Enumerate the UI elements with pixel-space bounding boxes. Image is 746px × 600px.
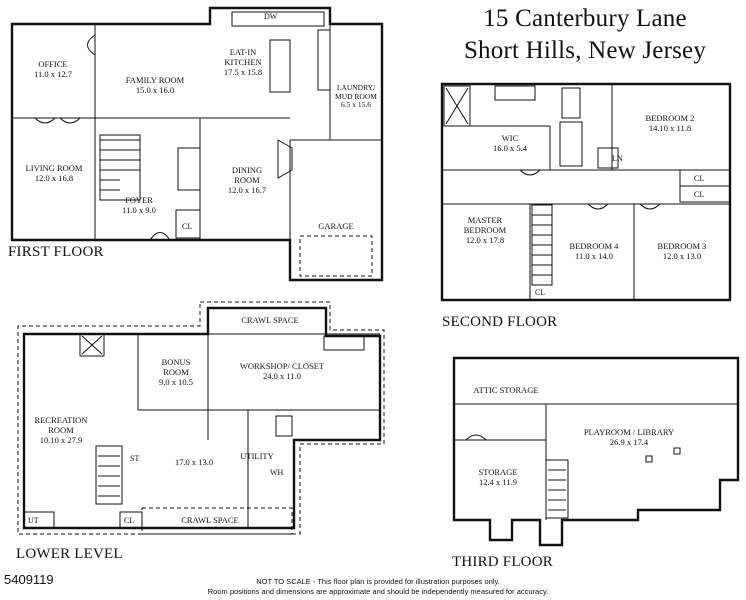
room-bonus-name2: ROOM [163, 366, 189, 377]
room-bedroom-3: BEDROOM 3 12.0 x 13.0 [646, 241, 718, 262]
tag-closet-second-1: CL [694, 174, 705, 183]
room-family-name: FAMILY ROOM [125, 75, 185, 85]
room-wic-name: WIC [501, 133, 519, 143]
disclaimer-line2: Room positions and dimensions are approx… [207, 586, 549, 596]
room-foyer: FOYER 11.0 x 9.0 [104, 195, 174, 216]
room-foyer-name: FOYER [125, 195, 153, 205]
room-bedroom-4-name: BEDROOM 4 [569, 241, 619, 251]
room-recreation-dim: 10.10 x 27.9 [39, 434, 83, 445]
room-bedroom-2-name: BEDROOM 2 [645, 113, 695, 123]
room-workshop-dim: 24.0 x 11.0 [263, 370, 301, 381]
first-floor-label: FIRST FLOOR [8, 244, 104, 260]
tag-closet-second-3: CL [535, 288, 546, 297]
room-office-name: OFFICE [38, 59, 68, 69]
room-living-name: LIVING ROOM [25, 163, 83, 173]
room-laundry-name2: MUD ROOM [335, 91, 377, 101]
room-wic: WIC 16.0 x 5.4 [480, 133, 540, 154]
room-bedroom-2: BEDROOM 2 14.10 x 11.8 [630, 113, 710, 134]
second-floor-label: SECOND FLOOR [442, 314, 558, 330]
lower-level-label: LOWER LEVEL [16, 546, 123, 562]
third-floor-label: THIRD FLOOR [452, 554, 553, 570]
tag-closet-lower: CL [124, 516, 135, 525]
room-dining-dim: 12.0 x 16.7 [227, 184, 267, 195]
room-workshop-name: WORKSHOP/ CLOSET [239, 361, 325, 371]
room-crawl-space-bottom: CRAWL SPACE [170, 515, 250, 526]
room-garage: GARAGE [300, 221, 372, 232]
disclaimer-line1: NOT TO SCALE - This floor plan is provid… [256, 577, 500, 586]
tag-utility-closet: UT [28, 516, 39, 525]
room-dining-name: DINING [231, 165, 263, 175]
room-bedroom-3-name: BEDROOM 3 [657, 241, 707, 251]
room-master-bedroom: MASTER BEDROOM 12.0 x 17.8 [450, 215, 520, 245]
room-workshop: WORKSHOP/ CLOSET 24.0 x 11.0 [232, 361, 332, 382]
room-garage-name: GARAGE [318, 221, 354, 231]
room-master-dim: 12.0 x 17.8 [465, 234, 505, 245]
room-kitchen-dim: 17.5 x 15.8 [223, 66, 263, 77]
room-living: LIVING ROOM 12.0 x 16.8 [14, 163, 94, 184]
room-living-dim: 12.0 x 16.8 [34, 172, 74, 183]
tag-closet-second-2: CL [694, 190, 705, 199]
property-address-line1: 15 Canterbury Lane [483, 5, 687, 32]
room-attic-storage-name: ATTIC STORAGE [473, 385, 539, 395]
room-crawl-space-top-name: CRAWL SPACE [241, 315, 299, 325]
room-recreation-name: RECREATION [34, 415, 88, 425]
tag-water-heater: WH [270, 468, 284, 477]
room-laundry-dim: 6.5 x 15.6 [341, 100, 371, 110]
room-storage-third: STORAGE 12.4 x 11.9 [466, 467, 530, 488]
room-unlabeled-lower: 17.0 x 13.0 [164, 457, 224, 468]
room-foyer-dim: 11.0 x 9.0 [122, 204, 156, 215]
room-playroom-name: PLAYROOM / LIBRARY [583, 427, 675, 437]
first-floor-plan [10, 6, 384, 282]
room-bonus-dim: 9.0 x 10.5 [159, 376, 193, 387]
tag-dishwasher: DW [264, 12, 278, 21]
room-utility: UTILITY [232, 451, 282, 462]
room-recreation-name2: ROOM [48, 424, 74, 435]
room-laundry-name: LAUNDRY/ [336, 83, 376, 92]
room-recreation: RECREATION ROOM 10.10 x 27.9 [26, 415, 96, 445]
room-unlabeled-lower-dim: 17.0 x 13.0 [174, 457, 214, 467]
room-wic-dim: 16.0 x 5.4 [493, 142, 527, 153]
third-floor-plan [452, 356, 740, 547]
second-floor-plan [440, 82, 732, 302]
room-kitchen-name: EAT-IN [229, 47, 257, 57]
room-playroom-library: PLAYROOM / LIBRARY 26.9 x 17.4 [574, 427, 684, 448]
lower-level-plan [17, 301, 385, 535]
tag-closet-first: CL [182, 222, 193, 231]
disclaimer-note: NOT TO SCALE - This floor plan is provid… [118, 577, 638, 597]
tag-storage: ST [130, 454, 140, 463]
room-crawl-space-top: CRAWL SPACE [230, 315, 310, 326]
room-office: OFFICE 11.0 x 12.7 [22, 59, 84, 80]
room-bedroom-3-dim: 12.0 x 13.0 [662, 250, 702, 261]
room-storage-third-name: STORAGE [478, 467, 518, 477]
room-bedroom-4: BEDROOM 4 11.0 x 14.0 [560, 241, 628, 262]
mls-number: 5409119 [4, 572, 54, 587]
room-master-name2: BEDROOM [463, 224, 507, 235]
room-playroom-dim: 26.9 x 17.4 [609, 436, 649, 447]
room-bonus-name: BONUS [161, 357, 191, 367]
room-storage-third-dim: 12.4 x 11.9 [479, 476, 517, 487]
room-family-dim: 15.0 x 16.0 [135, 84, 175, 95]
room-dining: DINING ROOM 12.0 x 16.7 [212, 165, 282, 195]
room-kitchen: EAT-IN KITCHEN 17.5 x 15.8 [205, 47, 281, 77]
room-kitchen-name2: KITCHEN [224, 56, 262, 67]
room-bedroom-2-dim: 14.10 x 11.8 [648, 122, 692, 133]
room-crawl-space-bottom-name: CRAWL SPACE [181, 515, 239, 525]
room-dining-name2: ROOM [234, 174, 260, 185]
room-laundry: LAUNDRY/ MUD ROOM 6.5 x 15.6 [330, 83, 382, 110]
tag-linen: LN [612, 154, 623, 163]
room-bedroom-4-dim: 11.0 x 14.0 [575, 250, 613, 261]
property-address-line2: Short Hills, New Jersey [463, 37, 707, 64]
room-office-dim: 11.0 x 12.7 [34, 68, 72, 79]
room-master-name: MASTER [467, 215, 503, 225]
room-utility-name: UTILITY [240, 451, 274, 461]
room-family: FAMILY ROOM 15.0 x 16.0 [110, 75, 200, 96]
room-bonus: BONUS ROOM 9.0 x 10.5 [148, 357, 204, 387]
room-attic-storage: ATTIC STORAGE [466, 385, 546, 396]
